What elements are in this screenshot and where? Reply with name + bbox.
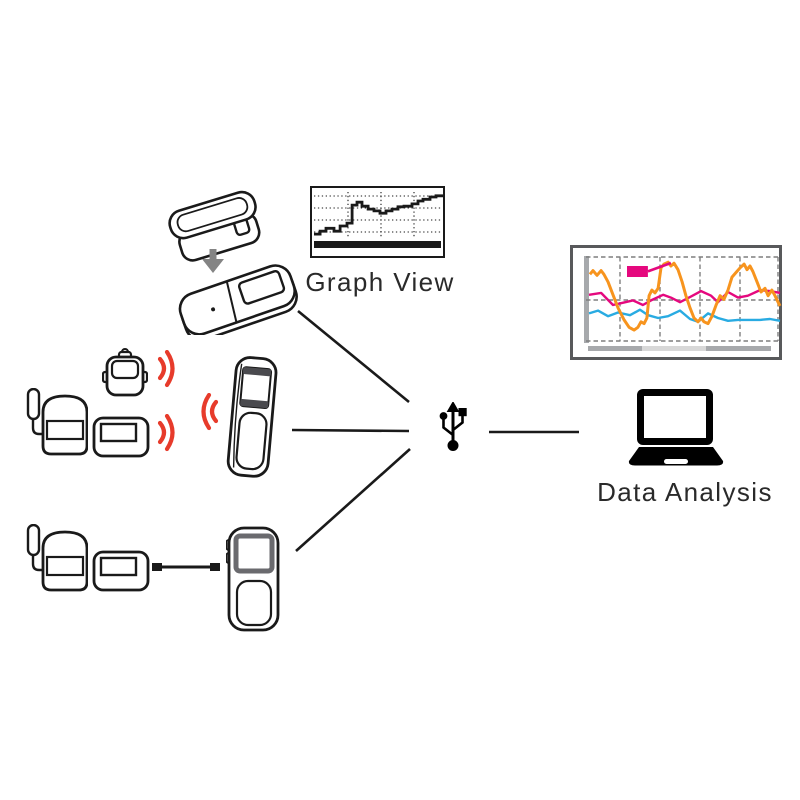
signal-arc-outer <box>201 393 212 431</box>
handheld-lower-panel <box>235 579 273 627</box>
graph-view-step-line <box>314 194 443 236</box>
card-sensor-illustration <box>92 416 150 458</box>
connector-line-graphview-usb <box>297 309 410 404</box>
analysis-series-magenta <box>588 288 781 307</box>
connector-line-reader-usb <box>291 428 410 433</box>
laptop-screen <box>644 396 706 438</box>
antenna-sensor-illustration <box>26 388 88 456</box>
analysis-scrollbar-right <box>706 346 771 351</box>
badge-case-lid-inner <box>176 197 249 233</box>
reader-edge-line <box>232 363 243 468</box>
antenna-rod <box>26 524 41 557</box>
wireless-signal-receive-icon <box>201 393 219 431</box>
download-arrow-icon <box>202 249 224 273</box>
graph-view-baseline-bar <box>314 241 441 248</box>
graph-view-grid <box>314 192 441 238</box>
wireless-signal-icon <box>157 350 175 388</box>
graph-view-thumbnail <box>310 186 445 258</box>
antenna-rod <box>26 388 41 421</box>
analysis-scrollbar-track <box>642 346 706 351</box>
cable-connector-right <box>210 563 220 571</box>
badge-case-illustration <box>168 190 261 262</box>
reader-bezel-bottom <box>240 399 269 409</box>
antenna-sensor-screen <box>45 419 85 441</box>
handheld-front-illustration <box>226 526 280 632</box>
laptop-base <box>628 447 724 466</box>
antenna-sensor-illustration <box>26 524 88 592</box>
reader-lower-panel <box>235 411 268 471</box>
signal-arc-outer <box>164 414 175 452</box>
connector-line-handheld-usb <box>295 448 411 552</box>
card-sensor-screen <box>99 422 138 443</box>
card-sensor-screen <box>99 556 138 577</box>
cable-illustration <box>152 563 220 571</box>
analysis-chart-frame <box>570 245 782 360</box>
analysis-series-orange <box>588 260 782 332</box>
cable-connector-left <box>152 563 162 571</box>
antenna-wire <box>31 419 44 436</box>
flat-reader-illustration <box>178 264 298 335</box>
pendant-screen <box>110 359 140 380</box>
usb-icon <box>439 402 467 451</box>
graph-view-label: Graph View <box>305 267 455 297</box>
signal-arc-inner <box>157 420 167 445</box>
signal-arc-inner <box>209 399 219 424</box>
analysis-chart-thumbnail <box>570 245 782 360</box>
laptop-icon <box>628 389 724 466</box>
analysis-annotation-box <box>627 266 648 277</box>
reader-bezel-top <box>242 367 272 377</box>
flat-reader-screen <box>237 270 286 305</box>
signal-arc-inner <box>157 356 167 381</box>
flat-reader-button <box>211 307 216 312</box>
data-analysis-label: Data Analysis <box>597 477 773 507</box>
antenna-sensor-screen <box>45 555 85 577</box>
signal-arc-outer <box>164 350 175 388</box>
analysis-scrollbar-left <box>588 346 642 351</box>
antenna-wire <box>31 555 44 572</box>
flat-reader-seam <box>226 282 238 322</box>
handheld-reader-illustration <box>226 356 278 478</box>
handheld-screen <box>233 533 275 574</box>
card-sensor-illustration <box>92 550 150 592</box>
laptop-notch <box>664 459 688 464</box>
pendant-badge-illustration <box>102 348 148 397</box>
analysis-grid <box>586 256 779 342</box>
wireless-signal-icon <box>157 414 175 452</box>
analysis-annotation-pointer <box>647 261 672 273</box>
download-arrow-shape <box>202 249 224 273</box>
